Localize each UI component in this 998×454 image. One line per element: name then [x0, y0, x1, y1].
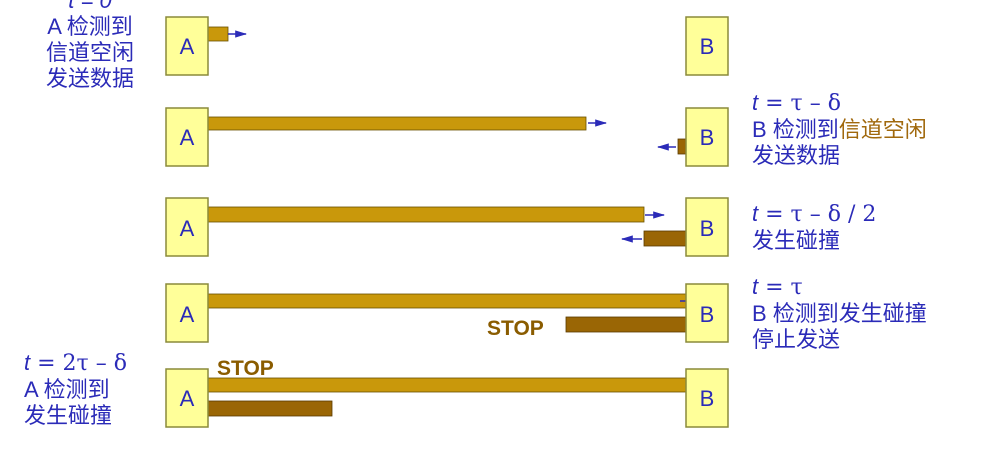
station-a-label-row-4: A	[180, 302, 195, 327]
note-step4-time-var: t	[752, 274, 759, 299]
note-step5-time-var: t	[24, 350, 31, 375]
station-b-label-row-4: B	[700, 302, 715, 327]
row-3: A B	[165, 197, 729, 257]
row-4: STOP A B	[165, 283, 729, 343]
note-step2-time: t = τ – δ	[752, 90, 927, 117]
note-step3: t = τ – δ / 2 发生碰撞	[752, 201, 876, 254]
station-b-label-row-2: B	[700, 125, 715, 150]
note-step5: t = 2τ – δ A 检测到 发生碰撞	[24, 350, 127, 429]
signal-b-row-3	[643, 230, 687, 247]
signal-a-row-1	[207, 26, 229, 42]
note-step3-time-var: t	[752, 201, 759, 226]
station-a-row-4	[165, 283, 209, 343]
signal-a-row-5	[207, 377, 687, 393]
signal-b-row-5	[207, 400, 333, 417]
note-step5-line2: 发生碰撞	[24, 403, 113, 428]
note-step2-line1-highlight: 信道空闲	[838, 117, 927, 142]
note-step1-line1: A 检测到	[47, 14, 133, 39]
station-a-row-2	[165, 107, 209, 167]
stop-label-row-5: STOP	[217, 357, 274, 380]
note-step5-line1: A 检测到	[24, 377, 110, 402]
note-step3-line1: 发生碰撞	[752, 228, 841, 253]
note-step1: t = 0 A 检测到 信道空闲 发送数据	[38, 0, 142, 92]
station-b-label-row-1: B	[700, 34, 715, 59]
note-step2: t = τ – δ B 检测到信道空闲 发送数据	[752, 90, 927, 169]
station-a-label-row-1: A	[180, 34, 195, 59]
station-b-row-3	[685, 197, 729, 257]
signal-a-row-3	[207, 206, 645, 223]
signal-a-row-2	[207, 116, 587, 131]
station-b-row-5	[685, 368, 729, 428]
stop-label-row-4: STOP	[487, 317, 544, 340]
note-step2-time-var: t	[752, 90, 759, 115]
signal-a-row-4	[207, 293, 687, 309]
station-a-label-row-2: A	[180, 125, 195, 150]
row-2: A B	[165, 107, 729, 167]
row-5: STOP A B	[165, 357, 729, 428]
note-step1-line2: 信道空闲	[45, 40, 134, 65]
note-step3-time: t = τ – δ / 2	[752, 201, 876, 228]
station-b-label-row-3: B	[700, 216, 715, 241]
note-step2-line1: B 检测到信道空闲	[752, 117, 927, 143]
station-b-label-row-5: B	[700, 386, 715, 411]
note-step4-time: t = τ	[752, 274, 927, 301]
station-b-row-2	[685, 107, 729, 167]
note-step3-time-expr: = τ – δ / 2	[758, 202, 877, 227]
note-step1-line3: 发送数据	[45, 66, 134, 91]
note-step4: t = τ B 检测到发生碰撞 停止发送	[752, 274, 927, 353]
station-a-label-row-5: A	[180, 386, 195, 411]
note-step5-time: t = 2τ – δ	[24, 350, 127, 377]
station-b-row-1	[685, 16, 729, 76]
station-b-row-4	[685, 283, 729, 343]
note-step1-time: t = 0	[68, 0, 112, 13]
note-step2-line2: 发送数据	[752, 143, 841, 168]
note-step4-line2: 停止发送	[752, 327, 841, 352]
station-a-label-row-3: A	[180, 216, 195, 241]
note-step2-time-expr: = τ – δ	[758, 91, 841, 116]
station-a-row-5	[165, 368, 209, 428]
note-step4-line1: B 检测到发生碰撞	[752, 301, 927, 326]
note-step2-line1-prefix: B 检测到	[752, 117, 839, 142]
note-step5-time-expr: = 2τ – δ	[30, 351, 127, 376]
station-a-row-3	[165, 197, 209, 257]
station-a-row-1	[165, 16, 209, 76]
signal-b-row-2	[677, 138, 687, 155]
row-1: A B	[165, 16, 729, 76]
note-step4-time-expr: = τ	[758, 275, 803, 300]
signal-b-row-4	[565, 316, 687, 333]
